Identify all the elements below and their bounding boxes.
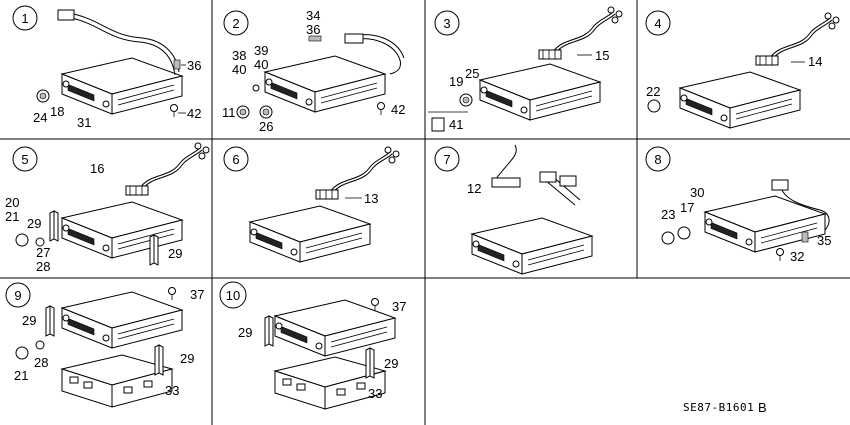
callout: 19 (449, 74, 463, 89)
callout: 11 (222, 105, 236, 120)
callout: 18 (50, 104, 64, 119)
callout: 39 (254, 43, 268, 58)
panel-number: 2 (232, 16, 239, 31)
panel-10: 10 37 29 29 33 (219, 281, 406, 410)
callout: 29 (384, 356, 398, 371)
callout: 23 (661, 207, 675, 222)
callout: 28 (34, 355, 48, 370)
callout: 16 (90, 161, 104, 176)
callout: 35 (817, 233, 831, 248)
panel-number: 10 (226, 288, 240, 303)
panel-1: 1 36 24 18 31 42 (12, 5, 201, 130)
panel-6: 6 13 (223, 146, 400, 263)
callout: 33 (165, 383, 179, 398)
panel-number-badge (12, 5, 38, 31)
panel-3: 3 15 19 25 41 (428, 6, 623, 132)
callout: 27 (36, 245, 50, 260)
callout: 17 (680, 200, 694, 215)
panel-7: 7 12 (434, 144, 593, 275)
callout: 31 (77, 115, 91, 130)
callout: 22 (646, 84, 660, 99)
callout: 28 (36, 259, 50, 274)
callout: 20 (5, 195, 19, 210)
callout: 42 (391, 102, 405, 117)
callout: 42 (187, 106, 201, 121)
callout: 14 (808, 54, 822, 69)
callout: 29 (27, 216, 41, 231)
callout: 25 (465, 66, 479, 81)
callout: 26 (259, 119, 273, 134)
callout: 36 (187, 58, 201, 73)
callout: 29 (180, 351, 194, 366)
panel-number: 7 (443, 152, 450, 167)
panel-number: 1 (21, 11, 28, 26)
diagram-code-suffix: B (758, 400, 767, 415)
callout: 37 (392, 299, 406, 314)
panel-number: 8 (654, 152, 661, 167)
panel-8: 8 30 17 23 35 32 (645, 146, 831, 264)
callout: 40 (254, 57, 268, 72)
panel-number: 3 (443, 16, 450, 31)
callout: 21 (5, 209, 19, 224)
panel-number: 6 (232, 152, 239, 167)
callout: 12 (467, 181, 481, 196)
panel-5: 5 16 20 21 29 27 28 29 (5, 142, 210, 274)
callout: 41 (449, 117, 463, 132)
callout: 29 (238, 325, 252, 340)
callout: 21 (14, 368, 28, 383)
callout: 29 (22, 313, 36, 328)
callout: 24 (33, 110, 47, 125)
callout: 29 (168, 246, 182, 261)
callout: 37 (190, 287, 204, 302)
diagram-code: SE87-B1601 (683, 401, 754, 414)
panel-9: 9 37 29 29 21 28 33 (5, 282, 204, 408)
panel-number: 4 (654, 16, 661, 31)
panel-number: 5 (21, 152, 28, 167)
callout: 32 (790, 249, 804, 264)
callout: 34 (306, 8, 320, 23)
callout: 38 (232, 48, 246, 63)
callout: 33 (368, 386, 382, 401)
panel-number: 9 (14, 288, 21, 303)
callout: 36 (306, 22, 320, 37)
callout: 13 (364, 191, 378, 206)
callout: 30 (690, 185, 704, 200)
panel-2: 2 34 36 38 40 39 40 11 26 42 (222, 8, 405, 134)
callout: 15 (595, 48, 609, 63)
panel-4: 4 14 22 (645, 10, 840, 129)
callout: 40 (232, 62, 246, 77)
